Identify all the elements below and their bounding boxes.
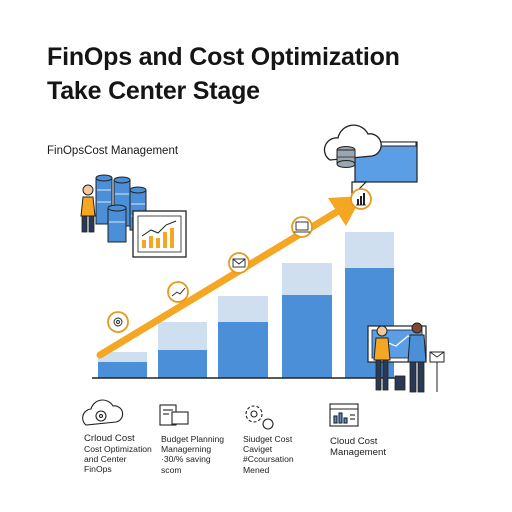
caption-3-line-3: #Ccoursation [243,454,294,465]
bar-3 [218,296,268,378]
caption-1-line-4: FinOps [84,464,112,475]
server-stack-icon [80,174,147,243]
caption-2: Budget Planning Managerning ·30/% saving… [161,434,224,475]
caption-4: Cloud Cost Management [330,436,386,458]
team-dashboard-icon [367,322,445,393]
page-title: FinOps and Cost Optimization Take Center… [47,40,400,108]
caption-2-line-1: Budget Planning [161,434,225,444]
caption-3-line-1: Siudget Cost [243,434,293,444]
cloud-database-icon [323,124,418,198]
caption-3: Siudget Cost Caviget #Ccoursation Mened [243,434,294,475]
envelope-icon [228,252,250,274]
subtitle: FinOpsCost Management [47,145,179,157]
chart-up-icon [167,281,189,303]
monitor-chart-icon [132,210,187,258]
dashboard-icon [329,403,359,427]
budget-planning-icon [159,404,189,426]
gears-icon [245,405,274,430]
caption-1: Crloud Cost Cost Optimization and Center… [84,433,152,475]
bar-1 [98,352,147,378]
bar-2 [158,322,207,378]
bar-4 [282,263,332,378]
caption-1-line-3: and Center [84,454,127,465]
title-line-2: Take Center Stage [47,77,260,105]
caption-3-line-2: Caviget [243,444,273,455]
gear-dollar-icon [107,311,129,333]
caption-2-line-2: Managerning [161,444,212,455]
cloud-gear-icon [82,399,124,426]
caption-4-line-2: Management [330,447,386,458]
caption-2-line-4: scom [161,464,182,475]
caption-4-line-1: Cloud Cost [330,436,378,447]
caption-1-line-2: Cost Optimization [84,444,152,454]
caption-3-line-4: Mened [243,464,270,475]
caption-1-line-1: Crloud Cost [84,433,135,444]
laptop-icon [291,216,313,238]
caption-2-line-3: ·30/% saving [161,454,211,465]
title-line-1: FinOps and Cost Optimization [47,43,400,71]
